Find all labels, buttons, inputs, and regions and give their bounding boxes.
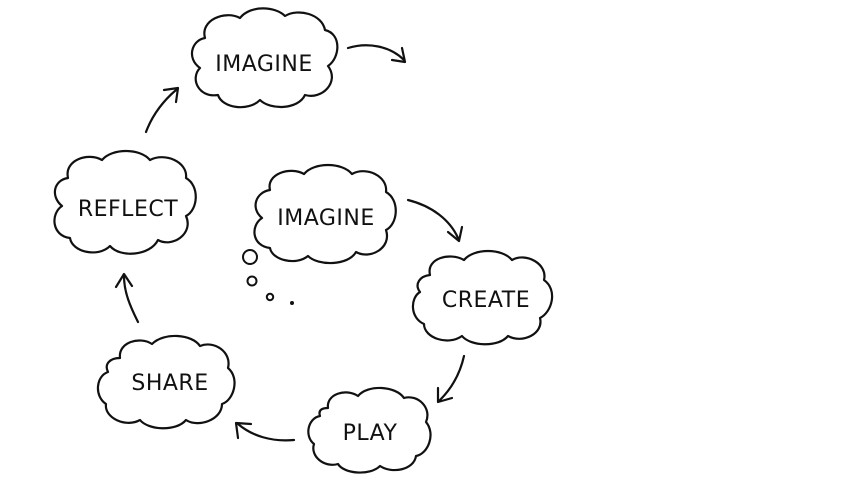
cloud-label-reflect: REFLECT bbox=[78, 197, 178, 222]
arrow-imagine-outward bbox=[346, 44, 407, 64]
cloud-outline bbox=[253, 163, 397, 265]
arrow-path bbox=[406, 198, 460, 240]
cloud-play: PLAY bbox=[307, 386, 432, 474]
cloud-label-create: CREATE bbox=[442, 288, 530, 313]
arrow-path bbox=[144, 88, 178, 134]
arrow-head-icon bbox=[446, 225, 464, 243]
arrow-play-to-share bbox=[234, 421, 296, 442]
cloud-outline bbox=[190, 7, 339, 109]
thought-bubble-dot bbox=[290, 301, 294, 305]
arrow-path bbox=[346, 44, 406, 62]
arrow-head-icon bbox=[162, 86, 180, 104]
cloud-create: CREATE bbox=[411, 249, 554, 346]
arrow-path bbox=[122, 274, 140, 324]
thought-bubble-large bbox=[242, 249, 258, 265]
arrow-head-icon bbox=[234, 421, 253, 440]
arrow-create-to-play bbox=[436, 354, 466, 404]
cloud-imagine-inner: IMAGINE bbox=[253, 163, 397, 265]
thought-bubble-small bbox=[265, 292, 275, 302]
arrow-reflect-to-imagine bbox=[144, 86, 180, 134]
cloud-outline bbox=[307, 386, 432, 474]
cloud-outline bbox=[411, 249, 554, 346]
arrow-path bbox=[438, 354, 466, 402]
cloud-label-share: SHARE bbox=[131, 371, 208, 396]
cloud-share: SHARE bbox=[96, 334, 236, 430]
cloud-label-play: PLAY bbox=[343, 421, 398, 446]
arrow-head-icon bbox=[390, 46, 407, 64]
cloud-reflect: REFLECT bbox=[53, 149, 197, 255]
arrow-path bbox=[236, 422, 296, 442]
arrow-share-to-reflect bbox=[114, 272, 140, 324]
cloud-label-imagine-inner: IMAGINE bbox=[277, 206, 375, 231]
cloud-outline bbox=[96, 334, 236, 430]
cloud-imagine-outer: IMAGINE bbox=[190, 7, 339, 109]
arrow-head-icon bbox=[436, 386, 454, 404]
thought-bubble-medium bbox=[246, 275, 258, 287]
thought-bubbles bbox=[242, 249, 294, 305]
arrow-head-icon bbox=[114, 272, 134, 289]
cloud-outline bbox=[53, 149, 197, 255]
cloud-label-imagine-outer: IMAGINE bbox=[215, 52, 313, 77]
arrow-imagine-to-create bbox=[406, 198, 464, 243]
